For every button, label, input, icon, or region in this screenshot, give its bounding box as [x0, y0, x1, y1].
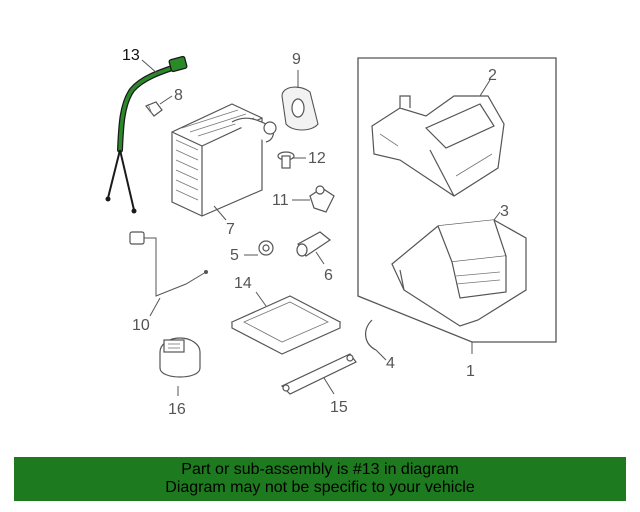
part-8-clip[interactable] [145, 101, 163, 117]
leader-10 [149, 297, 161, 317]
leader-2 [479, 79, 491, 97]
callout-11[interactable]: 11 [272, 192, 289, 209]
info-banner: Part or sub-assembly is #13 in diagram D… [14, 457, 626, 501]
callout-9[interactable]: 9 [292, 51, 301, 68]
callout-14[interactable]: 14 [234, 275, 252, 292]
callout-12[interactable]: 12 [308, 150, 326, 167]
part-11-valve[interactable] [309, 185, 335, 213]
part-14-filter[interactable] [230, 295, 342, 355]
part-1-case-assembly-frame [357, 57, 557, 343]
banner-line-2: Diagram may not be specific to your vehi… [165, 479, 475, 496]
callout-8[interactable]: 8 [174, 87, 183, 104]
leader-15 [323, 377, 335, 395]
part-9-seal[interactable] [281, 86, 319, 131]
callout-15[interactable]: 15 [330, 399, 348, 416]
callout-10[interactable]: 10 [132, 317, 150, 334]
callout-2[interactable]: 2 [488, 67, 497, 84]
leader-8 [159, 95, 173, 105]
leader-6 [315, 251, 325, 265]
part-16-blower[interactable] [159, 337, 201, 378]
leader-14 [255, 291, 267, 307]
leader-3 [493, 211, 501, 221]
leader-4 [375, 349, 387, 361]
part-3-lower-case[interactable] [391, 219, 527, 327]
callout-16[interactable]: 16 [168, 401, 186, 418]
callout-7[interactable]: 7 [226, 221, 235, 238]
banner-line-1: Part or sub-assembly is #13 in diagram [181, 461, 459, 478]
part-7-evaporator[interactable] [171, 103, 277, 217]
part-12-screw[interactable] [277, 151, 295, 169]
callout-13[interactable]: 13 [122, 47, 140, 64]
leader-13 [141, 59, 159, 75]
part-6-sensor[interactable] [296, 231, 332, 257]
part-2-upper-case[interactable] [371, 95, 505, 197]
callout-1[interactable]: 1 [466, 363, 475, 380]
callout-6[interactable]: 6 [324, 267, 333, 284]
part-5-grommet[interactable] [258, 240, 274, 256]
callout-3[interactable]: 3 [500, 203, 509, 220]
part-10-thermistor[interactable] [129, 231, 208, 297]
callout-5[interactable]: 5 [230, 247, 239, 264]
part-4-clip[interactable] [365, 319, 377, 351]
part-13-harness[interactable] [105, 55, 188, 214]
part-15-bracket[interactable] [280, 353, 357, 395]
callout-4[interactable]: 4 [386, 355, 395, 372]
parts-diagram: 13 8 7 9 12 11 [105, 47, 557, 418]
leader-7 [213, 205, 227, 221]
